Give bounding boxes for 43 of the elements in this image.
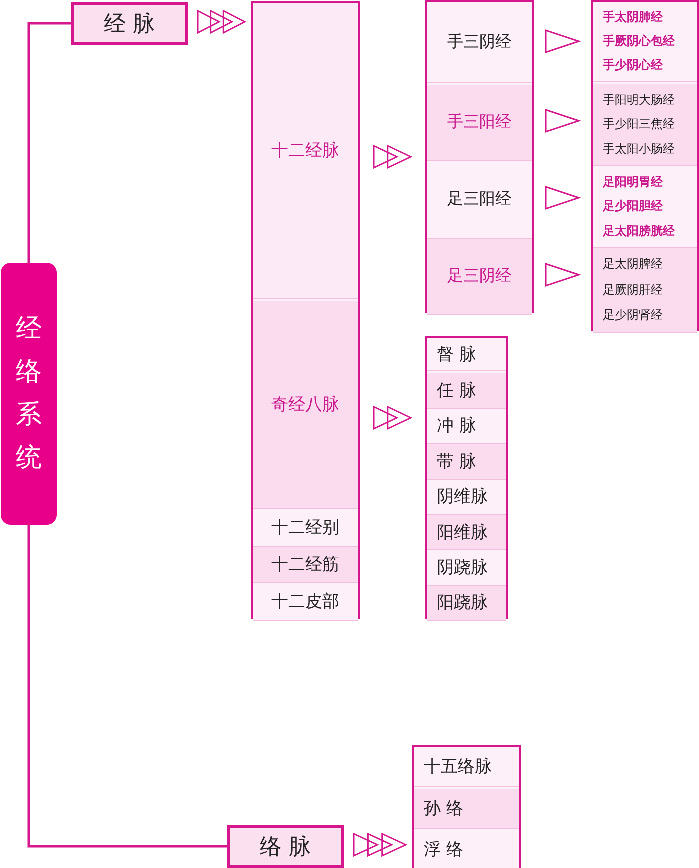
connector-line [28, 525, 227, 848]
category-cell: 阴维脉 [427, 480, 506, 515]
category-cell: 阳维脉 [427, 515, 506, 550]
category-box: 络 脉 [227, 825, 344, 868]
category-cell: 奇经八脉 [253, 301, 358, 509]
list-frame [591, 0, 699, 331]
category-cell: 任 脉 [427, 373, 506, 409]
root-box: 经络系统 [1, 263, 57, 525]
chevron-arrow [197, 10, 247, 34]
category-cell: 孙 络 [414, 789, 519, 829]
meridian-name: 足阳明胃经 [603, 174, 663, 190]
list-frame [412, 745, 521, 868]
chevron-arrow [545, 29, 582, 54]
meridian-name: 手少阴心经 [603, 57, 663, 74]
category-box: 经 脉 [71, 2, 188, 45]
category-cell: 足三阴经 [427, 239, 532, 315]
meridian-name: 足厥阴肝经 [603, 282, 663, 298]
chevron-arrow [545, 262, 582, 288]
chevron-arrow [373, 406, 413, 430]
meridian-name: 手阳明大肠经 [603, 92, 675, 108]
category-cell: 带 脉 [427, 444, 506, 480]
meridian-name: 足太阴脾经 [603, 256, 663, 274]
category-cell: 手三阳经 [427, 85, 532, 161]
meridian-name: 手太阴肺经 [603, 9, 663, 26]
meridian-name: 手太阳小肠经 [603, 140, 675, 158]
category-cell: 十二经筋 [253, 547, 358, 583]
list-frame [425, 0, 534, 313]
meridian-name: 手厥阴心包经 [603, 33, 675, 50]
chevron-arrow [373, 144, 413, 170]
meridian-name: 足少阳胆经 [603, 198, 663, 215]
category-cell: 十二经脉 [253, 3, 358, 299]
chevron-arrow [353, 832, 408, 858]
chevron-arrow [545, 186, 582, 210]
category-cell: 阳跷脉 [427, 586, 506, 622]
meridian-group-cell [593, 248, 697, 333]
meridian-name: 手少阳三焦经 [603, 116, 675, 133]
meridian-name: 足太阳膀胱经 [603, 222, 675, 240]
chevron-arrow [545, 108, 582, 134]
list-frame [425, 336, 508, 619]
list-frame [251, 1, 360, 619]
connector-line [28, 22, 71, 263]
meridian-name: 足少阴肾经 [603, 306, 663, 324]
meridian-group-cell [593, 84, 697, 166]
